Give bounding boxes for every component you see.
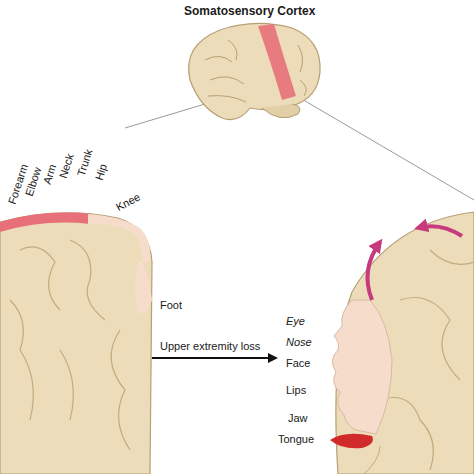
- body-part-label: Neck: [57, 152, 77, 180]
- body-part-label: Eye: [286, 315, 305, 328]
- body-part-label: Jaw: [288, 412, 308, 425]
- zoom-line: [300, 98, 474, 200]
- transition-arrow: [152, 357, 276, 359]
- body-part-label: Tongue: [278, 433, 314, 446]
- body-part-label: Arm: [41, 163, 60, 186]
- body-part-label: Lips: [286, 384, 306, 397]
- body-part-label: Trunk: [75, 148, 96, 178]
- body-part-label: Knee: [114, 190, 143, 214]
- body-part-label: Face: [286, 357, 310, 370]
- body-part-label: Hip: [93, 162, 110, 182]
- right-cortex-section: [330, 212, 474, 474]
- left-cortex-section: [0, 213, 152, 474]
- zoom-line: [125, 104, 205, 128]
- figure-title: Somatosensory Cortex: [184, 4, 315, 19]
- body-part-label: Nose: [286, 336, 312, 349]
- body-part-label: Foot: [160, 299, 182, 312]
- brain-lateral: [189, 23, 321, 119]
- body-part-label: Upper extremity loss: [160, 340, 260, 353]
